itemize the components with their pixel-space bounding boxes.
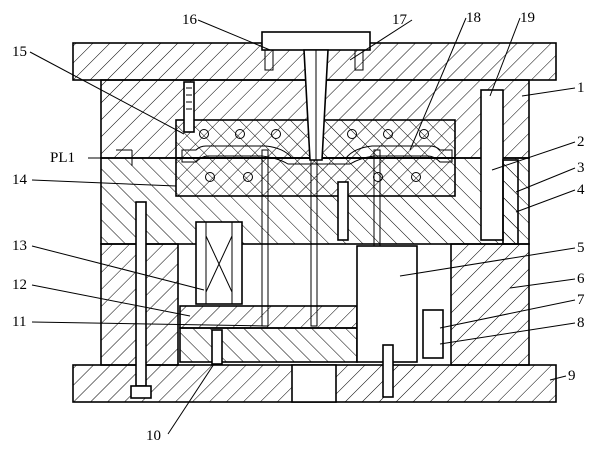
callout-8: 8 bbox=[577, 315, 585, 331]
callout-12: 12 bbox=[12, 277, 27, 293]
left-long-screw bbox=[135, 201, 147, 387]
callout-15: 15 bbox=[12, 44, 27, 60]
parting-line-label: PL1 bbox=[50, 150, 75, 166]
callout-2: 2 bbox=[577, 134, 585, 150]
bottom-screw-1 bbox=[382, 344, 394, 398]
callout-5: 5 bbox=[577, 240, 585, 256]
callout-1: 1 bbox=[577, 80, 585, 96]
callout-labels: 1 2 3 4 5 6 7 8 9 10 11 12 13 14 15 16 1… bbox=[12, 10, 585, 444]
leader-lines bbox=[29, 17, 576, 435]
sprue-bushing-flange bbox=[261, 31, 371, 51]
callout-17: 17 bbox=[392, 12, 408, 28]
callout-6: 6 bbox=[577, 271, 585, 287]
cooling-channels bbox=[199, 129, 429, 182]
ejector-pin-3 bbox=[373, 149, 381, 247]
guide-pin-sleeve bbox=[502, 159, 519, 245]
callout-13: 13 bbox=[12, 238, 27, 254]
callout-14: 14 bbox=[12, 172, 28, 188]
callout-3: 3 bbox=[577, 160, 585, 176]
callout-16: 16 bbox=[182, 12, 198, 28]
callout-10: 10 bbox=[146, 428, 161, 444]
support-pillar bbox=[356, 245, 418, 363]
part-cavity-profile bbox=[181, 145, 453, 165]
right-spacer-block bbox=[450, 243, 530, 366]
ejector-pin-2 bbox=[310, 159, 318, 327]
stop-pin bbox=[422, 309, 444, 359]
ejector-rod-hole bbox=[291, 364, 337, 403]
core-screw bbox=[337, 181, 349, 241]
callout-11: 11 bbox=[12, 314, 26, 330]
callout-4: 4 bbox=[577, 182, 585, 198]
callout-19: 19 bbox=[520, 10, 535, 26]
ejector-screw bbox=[211, 329, 223, 365]
guide-bushing bbox=[480, 89, 504, 241]
callout-7: 7 bbox=[577, 292, 585, 308]
callout-9: 9 bbox=[568, 368, 576, 384]
parting-line-pl1: PL1 bbox=[50, 149, 133, 166]
cavity-screw bbox=[183, 81, 195, 133]
callout-18: 18 bbox=[466, 10, 481, 26]
ejector-plate bbox=[179, 327, 358, 363]
